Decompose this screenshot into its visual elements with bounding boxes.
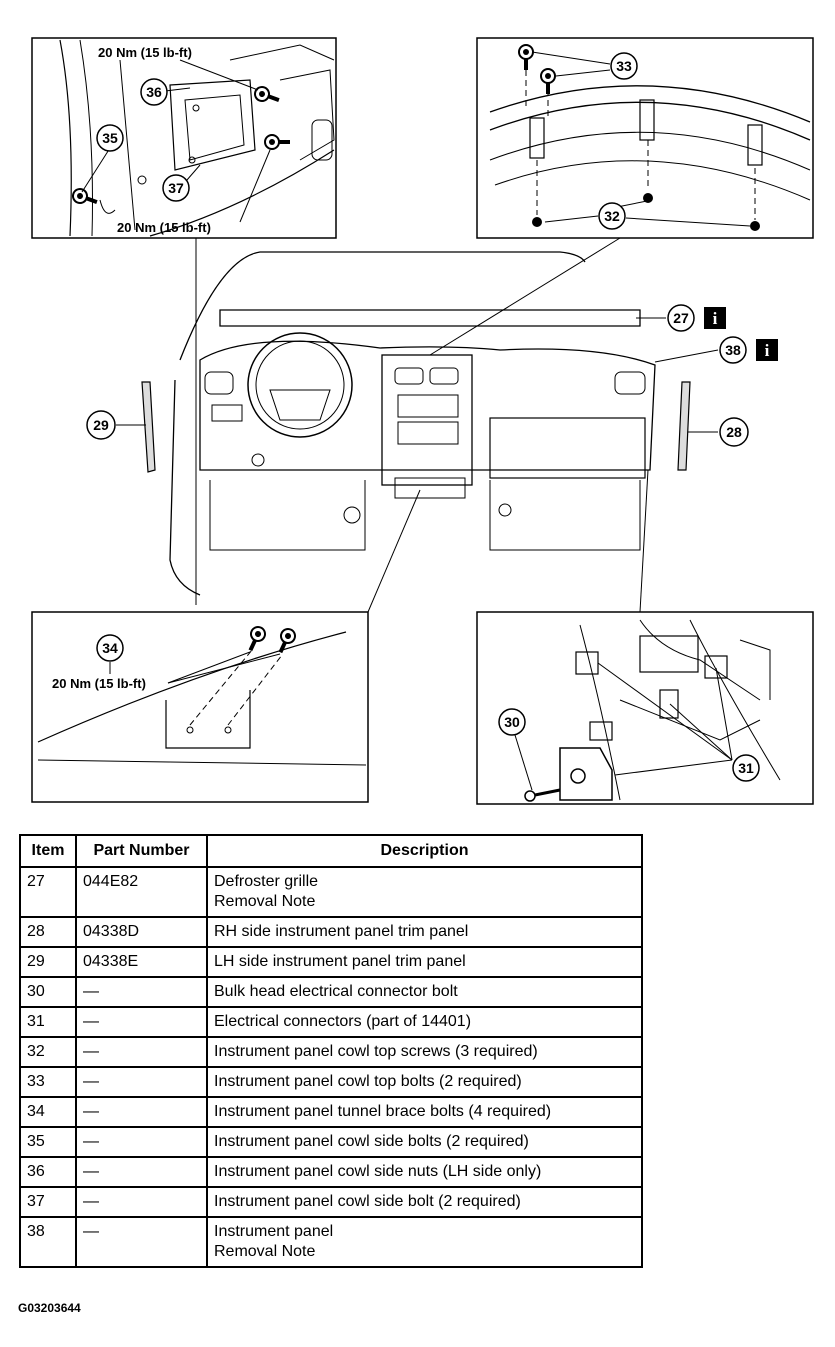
header-part-number: Part Number	[75, 834, 208, 868]
part-number-cell: —	[75, 1006, 208, 1038]
part-number-cell: —	[75, 1096, 208, 1128]
svg-text:35: 35	[102, 130, 118, 146]
description-cell: LH side instrument panel trim panel	[206, 946, 643, 978]
svg-text:37: 37	[168, 180, 184, 196]
callout-34: 34	[96, 634, 124, 662]
dashboard-drawing	[141, 251, 691, 596]
part-number-cell: —	[75, 1036, 208, 1068]
svg-text:i: i	[713, 309, 718, 328]
part-number-cell: —	[75, 1126, 208, 1158]
table-row: 34—Instrument panel tunnel brace bolts (…	[19, 1096, 643, 1128]
item-cell: 32	[19, 1036, 77, 1068]
description-cell: Instrument panel tunnel brace bolts (4 r…	[206, 1096, 643, 1128]
part-number-cell: —	[75, 1216, 208, 1268]
callout-31: 31	[732, 754, 760, 782]
detail-box-connectors	[476, 611, 814, 805]
table-row: 38—Instrument panel Removal Note	[19, 1216, 643, 1268]
svg-text:34: 34	[102, 640, 118, 656]
header-item: Item	[19, 834, 77, 868]
callout-38: 38	[719, 336, 747, 364]
part-number-cell: —	[75, 1066, 208, 1098]
table-row: 36—Instrument panel cowl side nuts (LH s…	[19, 1156, 643, 1188]
description-cell: Instrument panel cowl top screws (3 requ…	[206, 1036, 643, 1068]
callout-36: 36	[140, 78, 168, 106]
svg-text:33: 33	[616, 58, 632, 74]
description-cell: Instrument panel cowl side nuts (LH side…	[206, 1156, 643, 1188]
info-icon: i	[704, 307, 726, 329]
part-number-cell: —	[75, 1156, 208, 1188]
svg-text:31: 31	[738, 760, 754, 776]
svg-text:i: i	[765, 341, 770, 360]
callout-32: 32	[598, 202, 626, 230]
item-cell: 30	[19, 976, 77, 1008]
description-cell: Instrument panel cowl side bolt (2 requi…	[206, 1186, 643, 1218]
description-cell: Electrical connectors (part of 14401)	[206, 1006, 643, 1038]
svg-text:30: 30	[504, 714, 520, 730]
svg-text:27: 27	[673, 310, 689, 326]
torque-label-36: 20 Nm (15 lb-ft)	[98, 45, 192, 60]
table-row: 35—Instrument panel cowl side bolts (2 r…	[19, 1126, 643, 1158]
header-description: Description	[206, 834, 643, 868]
item-cell: 31	[19, 1006, 77, 1038]
callout-29: 29	[86, 410, 116, 440]
item-cell: 36	[19, 1156, 77, 1188]
detail-box-cowl-top	[476, 37, 814, 239]
callout-35: 35	[96, 124, 124, 152]
table-row: 32—Instrument panel cowl top screws (3 r…	[19, 1036, 643, 1068]
table-row: 37—Instrument panel cowl side bolt (2 re…	[19, 1186, 643, 1218]
detail-box-cowl-side	[31, 37, 337, 239]
part-number-cell: —	[75, 976, 208, 1008]
item-cell: 38	[19, 1216, 77, 1268]
info-icon: i	[756, 339, 778, 361]
svg-text:32: 32	[604, 208, 620, 224]
detail-box-tunnel-brace	[31, 611, 369, 803]
svg-text:29: 29	[93, 417, 109, 433]
torque-label-34: 20 Nm (15 lb-ft)	[52, 676, 146, 691]
description-cell: Instrument panel cowl side bolts (2 requ…	[206, 1126, 643, 1158]
svg-text:38: 38	[725, 342, 741, 358]
item-cell: 35	[19, 1126, 77, 1158]
torque-label-37: 20 Nm (15 lb-ft)	[117, 220, 211, 235]
table-row: 30—Bulk head electrical connector bolt	[19, 976, 643, 1008]
callout-37: 37	[162, 174, 190, 202]
table-header-row: Item Part Number Description	[19, 834, 643, 868]
item-cell: 33	[19, 1066, 77, 1098]
table-row: 33—Instrument panel cowl top bolts (2 re…	[19, 1066, 643, 1098]
description-cell: Instrument panel cowl top bolts (2 requi…	[206, 1066, 643, 1098]
svg-text:36: 36	[146, 84, 162, 100]
description-cell: RH side instrument panel trim panel	[206, 916, 643, 948]
item-cell: 28	[19, 916, 77, 948]
item-cell: 37	[19, 1186, 77, 1218]
item-cell: 29	[19, 946, 77, 978]
part-number-cell: 04338D	[75, 916, 208, 948]
description-cell: Bulk head electrical connector bolt	[206, 976, 643, 1008]
description-cell: Defroster grille Removal Note	[206, 866, 643, 918]
part-number-cell: 04338E	[75, 946, 208, 978]
item-cell: 34	[19, 1096, 77, 1128]
callout-27: 27	[667, 304, 695, 332]
callout-33: 33	[610, 52, 638, 80]
part-number-cell: —	[75, 1186, 208, 1218]
description-cell: Instrument panel Removal Note	[206, 1216, 643, 1268]
connector-lines	[116, 237, 719, 613]
instrument-panel-diagram: 36 35 37 33 32 27 38 29 28 34 30 31 i i …	[31, 37, 814, 805]
figure-id: G03203644	[18, 1301, 81, 1315]
part-number-cell: 044E82	[75, 866, 208, 918]
item-cell: 27	[19, 866, 77, 918]
callout-28: 28	[719, 417, 749, 447]
table-row: 31—Electrical connectors (part of 14401)	[19, 1006, 643, 1038]
svg-text:28: 28	[726, 424, 742, 440]
callout-30: 30	[498, 708, 526, 736]
